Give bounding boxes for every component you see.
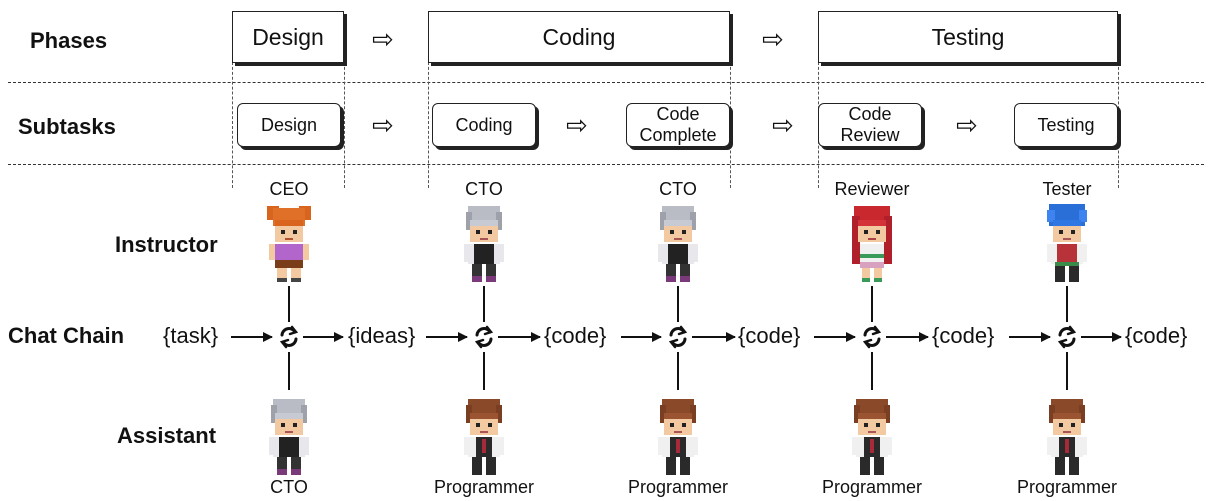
subtask-label-line2: Review: [840, 125, 900, 145]
tester-character-icon: [1047, 204, 1087, 282]
phase-label: Design: [252, 23, 324, 50]
chain-label-code: {code}: [544, 323, 607, 348]
cto-character-icon: [464, 206, 504, 282]
instructor-role: CEO: [269, 179, 309, 199]
chain-label-code: {code}: [1125, 323, 1188, 348]
subtask-label-line2: Complete: [639, 125, 717, 145]
subtask-design: Design: [237, 103, 341, 147]
cto-character-icon: [658, 206, 698, 282]
subtask-label-line1: Code: [848, 104, 892, 124]
phase-testing: Testing: [818, 11, 1118, 63]
subtask-label: Coding: [455, 114, 513, 135]
chat-cycle-icon: [279, 325, 299, 349]
ceo-character-icon: [267, 206, 311, 282]
assistant-role: Programmer: [433, 477, 535, 497]
hollow-right-arrow-icon: ⇨: [772, 110, 794, 140]
assistant-role: Programmer: [627, 477, 729, 497]
hollow-right-arrow-icon: ⇨: [372, 24, 394, 54]
subtask-label: Design: [260, 114, 318, 135]
chat-cycle-icon: [1057, 325, 1077, 349]
chain-label-code: {code}: [932, 323, 995, 348]
hollow-right-arrow-icon: ⇨: [372, 110, 394, 140]
subtask-testing: Testing: [1014, 103, 1118, 147]
assistant-role: CTO: [270, 477, 308, 497]
phase-guide-line: [232, 62, 233, 188]
cto-character-icon: [269, 399, 309, 475]
chain-label-code: {code}: [738, 323, 801, 348]
phase-label: Coding: [542, 23, 616, 50]
hollow-right-arrow-icon: ⇨: [762, 24, 784, 54]
hollow-right-arrow-icon: ⇨: [956, 110, 978, 140]
phase-guide-line: [428, 62, 429, 188]
separator-line: [8, 164, 1204, 165]
row-label-chat-chain: Chat Chain: [8, 323, 125, 348]
programmer-character-icon: [852, 399, 892, 475]
subtask-label-line1: Code: [656, 104, 700, 124]
assistant-role: Programmer: [821, 477, 923, 497]
phase-label: Testing: [931, 23, 1005, 50]
programmer-character-icon: [464, 399, 504, 475]
phase-guide-line: [344, 62, 345, 188]
chat-cycle-icon: [668, 325, 688, 349]
reviewer-character-icon: [852, 206, 892, 282]
row-label-instructor: Instructor: [115, 232, 218, 257]
subtask-label: Testing: [1037, 114, 1095, 135]
chain-label-ideas: {ideas}: [348, 323, 416, 348]
row-label-phases: Phases: [30, 28, 108, 53]
instructor-role: CTO: [465, 179, 503, 199]
assistant-role: Programmer: [1016, 477, 1118, 497]
phase-guide-line: [730, 62, 731, 188]
phase-coding: Coding: [428, 11, 730, 63]
instructor-role: CTO: [659, 179, 697, 199]
separator-line: [8, 82, 1204, 83]
programmer-character-icon: [1047, 399, 1087, 475]
subtask-coding: Coding: [432, 103, 536, 147]
row-label-assistant: Assistant: [117, 423, 217, 448]
instructor-role: Tester: [1042, 179, 1092, 199]
phase-design: Design: [232, 11, 344, 63]
phase-guide-line: [1118, 62, 1119, 188]
chat-cycle-icon: [862, 325, 882, 349]
chat-cycle-icon: [474, 325, 494, 349]
hollow-right-arrow-icon: ⇨: [566, 110, 588, 140]
row-label-subtasks: Subtasks: [18, 114, 116, 139]
programmer-character-icon: [658, 399, 698, 475]
chain-label-task: {task}: [163, 323, 219, 348]
instructor-role: Reviewer: [834, 179, 910, 199]
